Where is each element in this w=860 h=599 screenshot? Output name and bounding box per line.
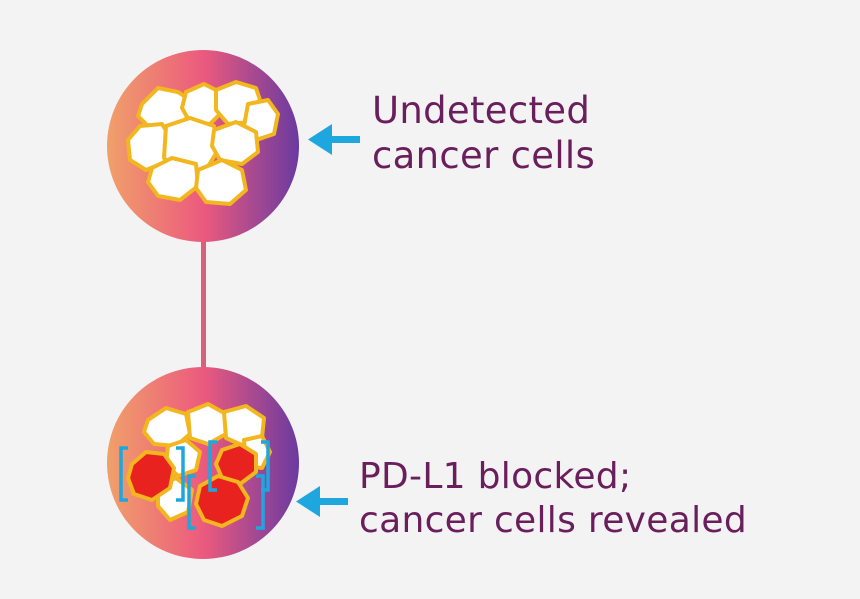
bottom-node [107,367,299,559]
cell-shape [146,156,200,202]
arrow-shaft [314,498,348,505]
detection-brackets [119,440,270,530]
bracket-left [119,446,128,502]
connector-line [201,228,206,376]
arrow-shaft [326,136,360,143]
bracket-right [256,474,265,530]
revealed-cancer-cell [214,442,258,486]
bracket-left [208,440,217,492]
bottom-label-line2: cancer cells revealed [359,499,747,541]
cell-shape [180,82,224,126]
revealed-cancer-cell [194,474,250,528]
bracket-left [187,474,196,530]
revealed-cancer-cell [126,450,176,502]
top-label-line1: Undetected [372,89,591,132]
cell-shape [210,120,260,166]
arrow-left-icon [308,124,360,155]
top-node-label: Undetected cancer cells [372,88,595,178]
cell-shape [186,402,228,446]
arrow-head [296,486,320,517]
cell-shape [194,158,248,206]
undetected-cell-cluster [126,80,280,206]
arrow-head [308,124,332,155]
bracket-right [176,446,185,502]
bottom-node-label: PD-L1 blocked; cancer cells revealed [359,455,747,543]
top-node [107,50,299,242]
top-label-line2: cancer cells [372,134,596,178]
arrow-left-icon [296,486,348,517]
bottom-label-line1: PD-L1 blocked; [359,456,632,497]
